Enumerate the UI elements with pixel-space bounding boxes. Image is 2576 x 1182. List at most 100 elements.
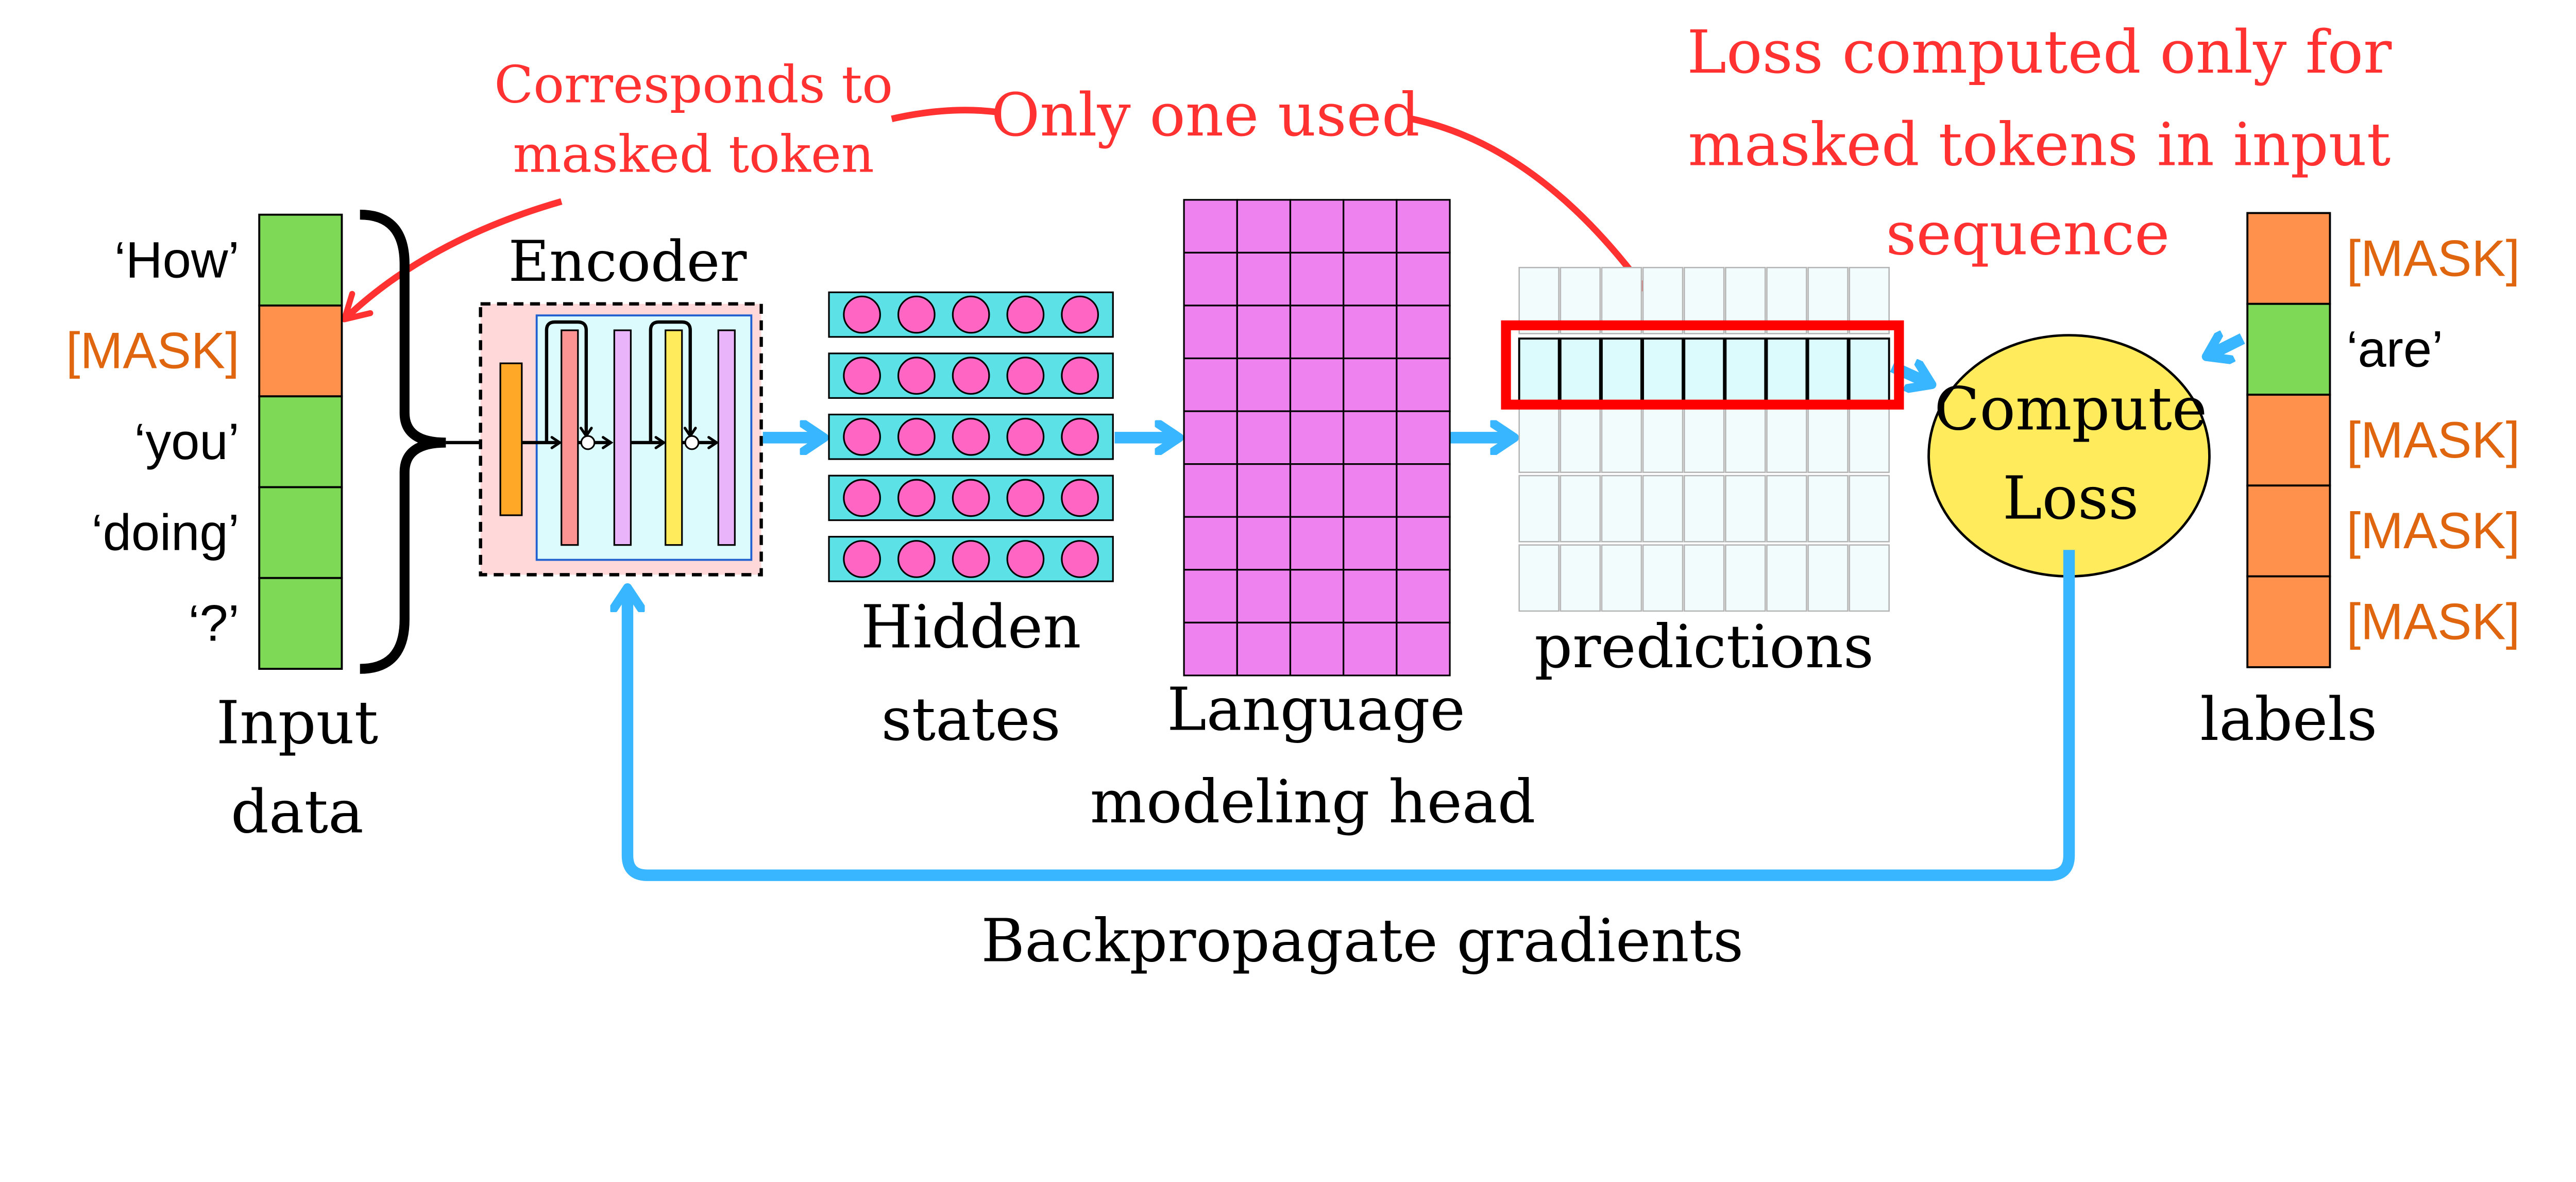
token-cell bbox=[258, 577, 343, 670]
labels-caption: labels bbox=[2200, 685, 2377, 754]
loss-note-line1: Loss computed only for bbox=[1687, 18, 2392, 87]
selected-prediction-cell bbox=[1683, 337, 1725, 404]
lm-head-cell bbox=[1183, 199, 1238, 254]
compute-loss-ellipse bbox=[1927, 334, 2211, 578]
backprop-label: Backpropagate gradients bbox=[981, 906, 1743, 975]
lm-head-cell bbox=[1289, 569, 1345, 623]
lm-head-cell bbox=[1236, 251, 1292, 307]
token-cell bbox=[2246, 394, 2331, 487]
hidden-unit bbox=[1061, 295, 1099, 334]
residual-arrow-2 bbox=[649, 320, 697, 443]
hidden-unit bbox=[843, 417, 881, 456]
lm-head-cell bbox=[1183, 357, 1238, 412]
token-cell bbox=[2246, 212, 2331, 305]
hidden-unit bbox=[897, 540, 936, 578]
prediction-cell bbox=[1766, 406, 1807, 473]
prediction-cell bbox=[1560, 406, 1601, 473]
prediction-cell bbox=[1766, 544, 1807, 612]
brace-icon bbox=[360, 210, 446, 674]
token-cell bbox=[258, 305, 343, 398]
lm-head-cell bbox=[1236, 199, 1292, 254]
annotation-corresponds-line2: masked token bbox=[513, 125, 874, 184]
lm-head-cell bbox=[1396, 199, 1451, 254]
lm-head-cell bbox=[1289, 305, 1345, 360]
lm-head-cell bbox=[1396, 463, 1451, 518]
token-label: ‘are’ bbox=[2346, 321, 2443, 378]
hidden-unit bbox=[952, 295, 990, 334]
prediction-cell bbox=[1601, 406, 1642, 473]
red-connector bbox=[891, 107, 999, 123]
labels-column: [MASK]‘are’[MASK][MASK][MASK] bbox=[2246, 212, 2520, 668]
annotation-loss-note: Loss computed only for masked tokens in … bbox=[1687, 18, 2392, 269]
lm-head-cell bbox=[1396, 251, 1451, 307]
lm-head-cell bbox=[1343, 621, 1398, 677]
residual-arrow-1 bbox=[545, 320, 593, 443]
mlm-diagram: Corresponds to masked token Only one use… bbox=[66, 18, 2520, 975]
lm-head-cell bbox=[1183, 305, 1238, 360]
prediction-cell bbox=[1518, 544, 1560, 612]
mask-token-label: [MASK] bbox=[2346, 502, 2520, 560]
lm-head-cell bbox=[1396, 569, 1451, 623]
mask-token-label: [MASK] bbox=[2346, 230, 2520, 287]
prediction-cell bbox=[1642, 406, 1684, 473]
lm-head-cell bbox=[1236, 516, 1292, 571]
input-caption-line2: data bbox=[231, 778, 364, 847]
hidden-unit bbox=[897, 295, 936, 334]
mask-token-label: [MASK] bbox=[66, 323, 240, 380]
hidden-unit bbox=[1006, 540, 1045, 578]
token-cell bbox=[2246, 302, 2331, 396]
prediction-cell bbox=[1766, 475, 1807, 543]
selected-prediction-cell bbox=[1559, 337, 1601, 404]
selected-prediction-cell bbox=[1518, 337, 1560, 404]
prediction-cell bbox=[1518, 475, 1560, 543]
hidden-unit bbox=[1006, 357, 1045, 395]
hidden-unit bbox=[897, 479, 936, 517]
prediction-cell bbox=[1683, 544, 1725, 612]
lm-head-cell bbox=[1183, 516, 1238, 571]
hidden-unit bbox=[1061, 417, 1099, 456]
lm-head-cell bbox=[1183, 463, 1238, 518]
token-label: ‘you’ bbox=[134, 413, 239, 470]
hidden-unit bbox=[1006, 295, 1045, 334]
lm-head-cell bbox=[1289, 463, 1345, 518]
prediction-cell bbox=[1683, 475, 1725, 543]
selected-prediction-cell bbox=[1807, 337, 1849, 404]
token-label: ‘doing’ bbox=[92, 504, 240, 561]
encoder-label: Encoder bbox=[509, 229, 748, 294]
lm-head-cell bbox=[1396, 410, 1451, 465]
hidden-unit bbox=[843, 540, 881, 578]
lm-head-cell bbox=[1236, 569, 1292, 623]
hidden-unit bbox=[952, 540, 990, 578]
arrow-labels-to-loss bbox=[2209, 339, 2245, 355]
lm-head-cell bbox=[1289, 621, 1345, 677]
annotation-corresponds: Corresponds to masked token bbox=[341, 56, 999, 323]
token-label: ‘How’ bbox=[114, 231, 240, 289]
lm-head-cell bbox=[1289, 516, 1345, 571]
lm-head-cell bbox=[1343, 357, 1398, 412]
prediction-cell bbox=[1642, 475, 1684, 543]
prediction-cell bbox=[1601, 544, 1642, 612]
compute-loss-line1: Compute bbox=[1934, 375, 2207, 444]
hidden-unit bbox=[1006, 417, 1045, 456]
hidden-unit bbox=[897, 357, 936, 395]
lm-head-cell bbox=[1343, 569, 1398, 623]
prediction-cell bbox=[1560, 544, 1601, 612]
lm-head-caption-line2: modeling head bbox=[1090, 768, 1536, 837]
lm-head-cell bbox=[1236, 305, 1292, 360]
token-cell bbox=[2246, 484, 2331, 578]
lm-head-cell bbox=[1289, 410, 1345, 465]
selected-prediction-cell bbox=[1848, 337, 1890, 404]
prediction-cell bbox=[1518, 406, 1560, 473]
lm-head-cell bbox=[1343, 516, 1398, 571]
hidden-unit bbox=[843, 295, 881, 334]
loss-note-line3: sequence bbox=[1886, 200, 2170, 269]
norm-layer-1 bbox=[613, 329, 632, 546]
token-label: ‘?’ bbox=[188, 595, 239, 652]
encoder-block bbox=[446, 302, 763, 577]
lm-head-cell bbox=[1343, 463, 1398, 518]
hidden-unit bbox=[1061, 479, 1099, 517]
lm-head-cell bbox=[1396, 516, 1451, 571]
prediction-cell bbox=[1849, 544, 1890, 612]
mask-token-label: [MASK] bbox=[2346, 412, 2520, 469]
annotation-only-one-used: Only one used bbox=[991, 81, 1420, 150]
